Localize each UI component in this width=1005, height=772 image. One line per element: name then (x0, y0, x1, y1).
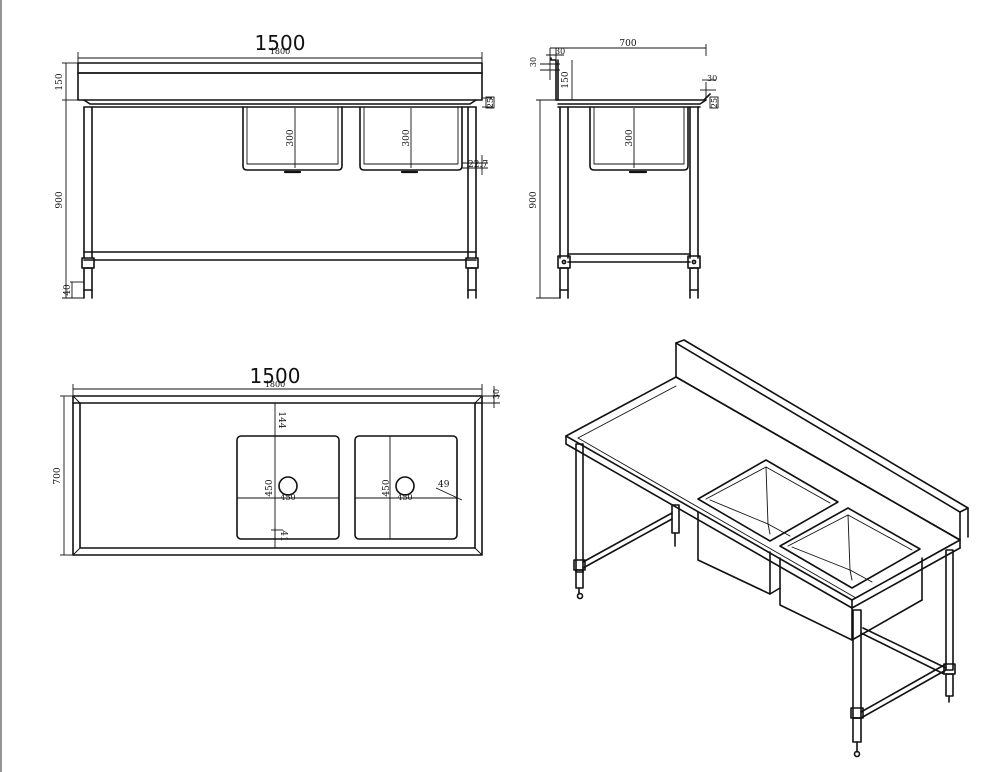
top-drain-right (395, 476, 415, 496)
side-edge-thickness: 25 (710, 98, 719, 108)
front-backsplash (77, 72, 483, 101)
top-drain-left (278, 476, 298, 496)
side-foot-back (559, 267, 569, 291)
iso-leg-back-left (671, 504, 680, 534)
front-bowl-left-depth: 300 (286, 129, 296, 146)
top-bowl-offset: 144 (276, 411, 286, 428)
front-view: 1500 1800 300 300 (55, 31, 495, 299)
front-backsplash-height: 150 (55, 73, 65, 90)
front-bowl-left (242, 106, 343, 171)
iso-leg-back-right (945, 549, 954, 671)
side-backsplash-height: 150 (561, 71, 571, 88)
iso-bowl-left (697, 459, 839, 542)
front-edge-thickness: 25 (486, 98, 495, 108)
iso-brace-right (860, 663, 947, 713)
top-bowl-left-length: 450 (280, 493, 295, 502)
top-back-thickness: 30 (492, 389, 501, 399)
front-backsplash-top (77, 62, 483, 74)
front-worktop-height: 900 (55, 191, 65, 208)
front-length-small-label: 1800 (270, 47, 290, 56)
front-bowl-right-depth: 300 (402, 129, 412, 146)
front-bowl-right (359, 106, 463, 171)
iso-bowl-right (779, 507, 921, 589)
front-foot-height: 40 (63, 284, 73, 296)
top-front-margin: 41 (278, 530, 288, 541)
iso-brace-left (582, 512, 673, 563)
top-bowl-left-width: 450 (265, 479, 275, 496)
isometric-view (565, 339, 969, 758)
top-corner-radius: 49 (438, 480, 450, 490)
front-overflow-label: 22.7 (468, 160, 488, 170)
top-bowl-right-width: 450 (382, 479, 392, 496)
side-bowl-depth: 300 (625, 129, 635, 146)
side-backsplash (550, 57, 557, 101)
iso-leg-front-right (852, 609, 862, 719)
side-worktop-height: 900 (529, 191, 539, 208)
side-bowl (589, 106, 689, 171)
front-worktop-edge (83, 99, 477, 105)
iso-worktop (565, 376, 961, 601)
side-front-lip: 30 (707, 74, 717, 83)
top-view: 1500 1800 30 700 144 450 450 (53, 364, 501, 556)
side-foot-front (689, 267, 699, 291)
top-depth: 700 (53, 467, 63, 484)
side-view: 700 30 30 150 30 25 (529, 39, 719, 299)
top-length-label: 1500 (250, 364, 301, 388)
top-bowl-left (236, 435, 340, 540)
side-worktop (555, 93, 711, 101)
top-bowl-right-length: 450 (397, 493, 412, 502)
top-bowl-right (354, 435, 458, 540)
top-outer-outline (72, 395, 483, 556)
front-length-label: 1500 (255, 31, 306, 55)
iso-leg-front-left (575, 443, 584, 573)
side-depth-label: 700 (619, 39, 636, 49)
svg-text:30: 30 (529, 57, 538, 67)
side-back-thickness: 30 (555, 47, 565, 56)
top-length-small-label: 1800 (265, 380, 285, 389)
iso-brace-side (862, 627, 947, 669)
